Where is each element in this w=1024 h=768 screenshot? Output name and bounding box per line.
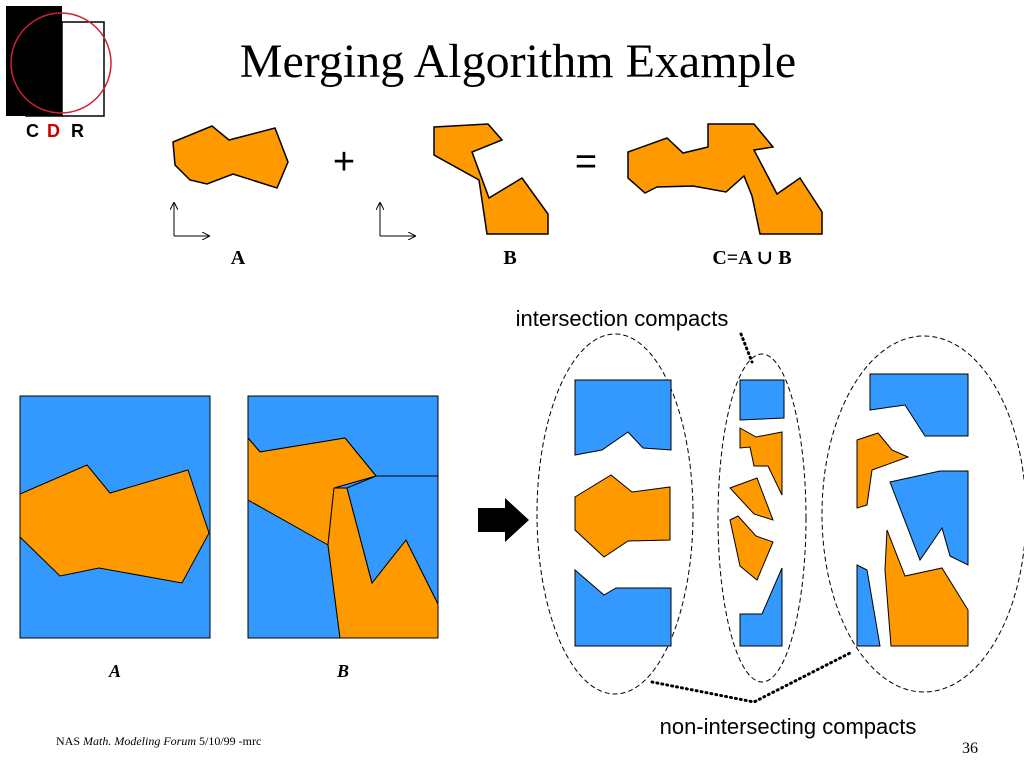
footer-suffix: 5/10/99 -mrc <box>196 734 261 748</box>
logo-ring <box>10 12 112 114</box>
cdr-logo: C D R <box>6 6 112 141</box>
compact-group-right <box>821 335 1024 693</box>
top-shape-b <box>433 123 549 235</box>
annotation-non-intersecting-compacts: non-intersecting compacts <box>660 714 917 739</box>
axis-icon-b <box>380 203 415 236</box>
top-label-c: C=A ∪ B <box>712 247 791 269</box>
footer-prefix: NAS <box>56 734 83 748</box>
map-label-a: A <box>108 661 121 681</box>
logo-letter-d: D <box>47 121 60 141</box>
slide-title: Merging Algorithm Example <box>240 35 796 88</box>
map-b <box>247 395 439 639</box>
top-label-a: A <box>231 247 246 269</box>
leader-non-intersecting <box>650 650 854 704</box>
footer-italic: Math. Modeling Forum <box>82 734 196 748</box>
equals-sign: = <box>575 141 597 183</box>
page-number: 36 <box>962 740 978 757</box>
right-arrow-icon <box>478 498 529 542</box>
compact-group-left <box>536 333 694 695</box>
footer-text: NAS Math. Modeling Forum 5/10/99 -mrc <box>56 734 261 748</box>
compact-group-middle <box>717 353 807 683</box>
plus-sign: + <box>333 141 355 183</box>
top-shape-c <box>627 123 823 235</box>
map-label-b: B <box>336 661 349 681</box>
logo-letter-c: C <box>26 121 39 141</box>
top-shape-a <box>172 125 289 189</box>
map-a <box>19 395 211 639</box>
annotation-intersection-compacts: intersection compacts <box>516 306 729 331</box>
top-label-b: B <box>503 247 516 269</box>
logo-inner-black <box>26 22 62 116</box>
axis-icon-a <box>174 203 209 236</box>
logo-white-panel <box>61 21 105 117</box>
logo-letter-r: R <box>71 121 84 141</box>
leader-intersection <box>739 332 754 364</box>
